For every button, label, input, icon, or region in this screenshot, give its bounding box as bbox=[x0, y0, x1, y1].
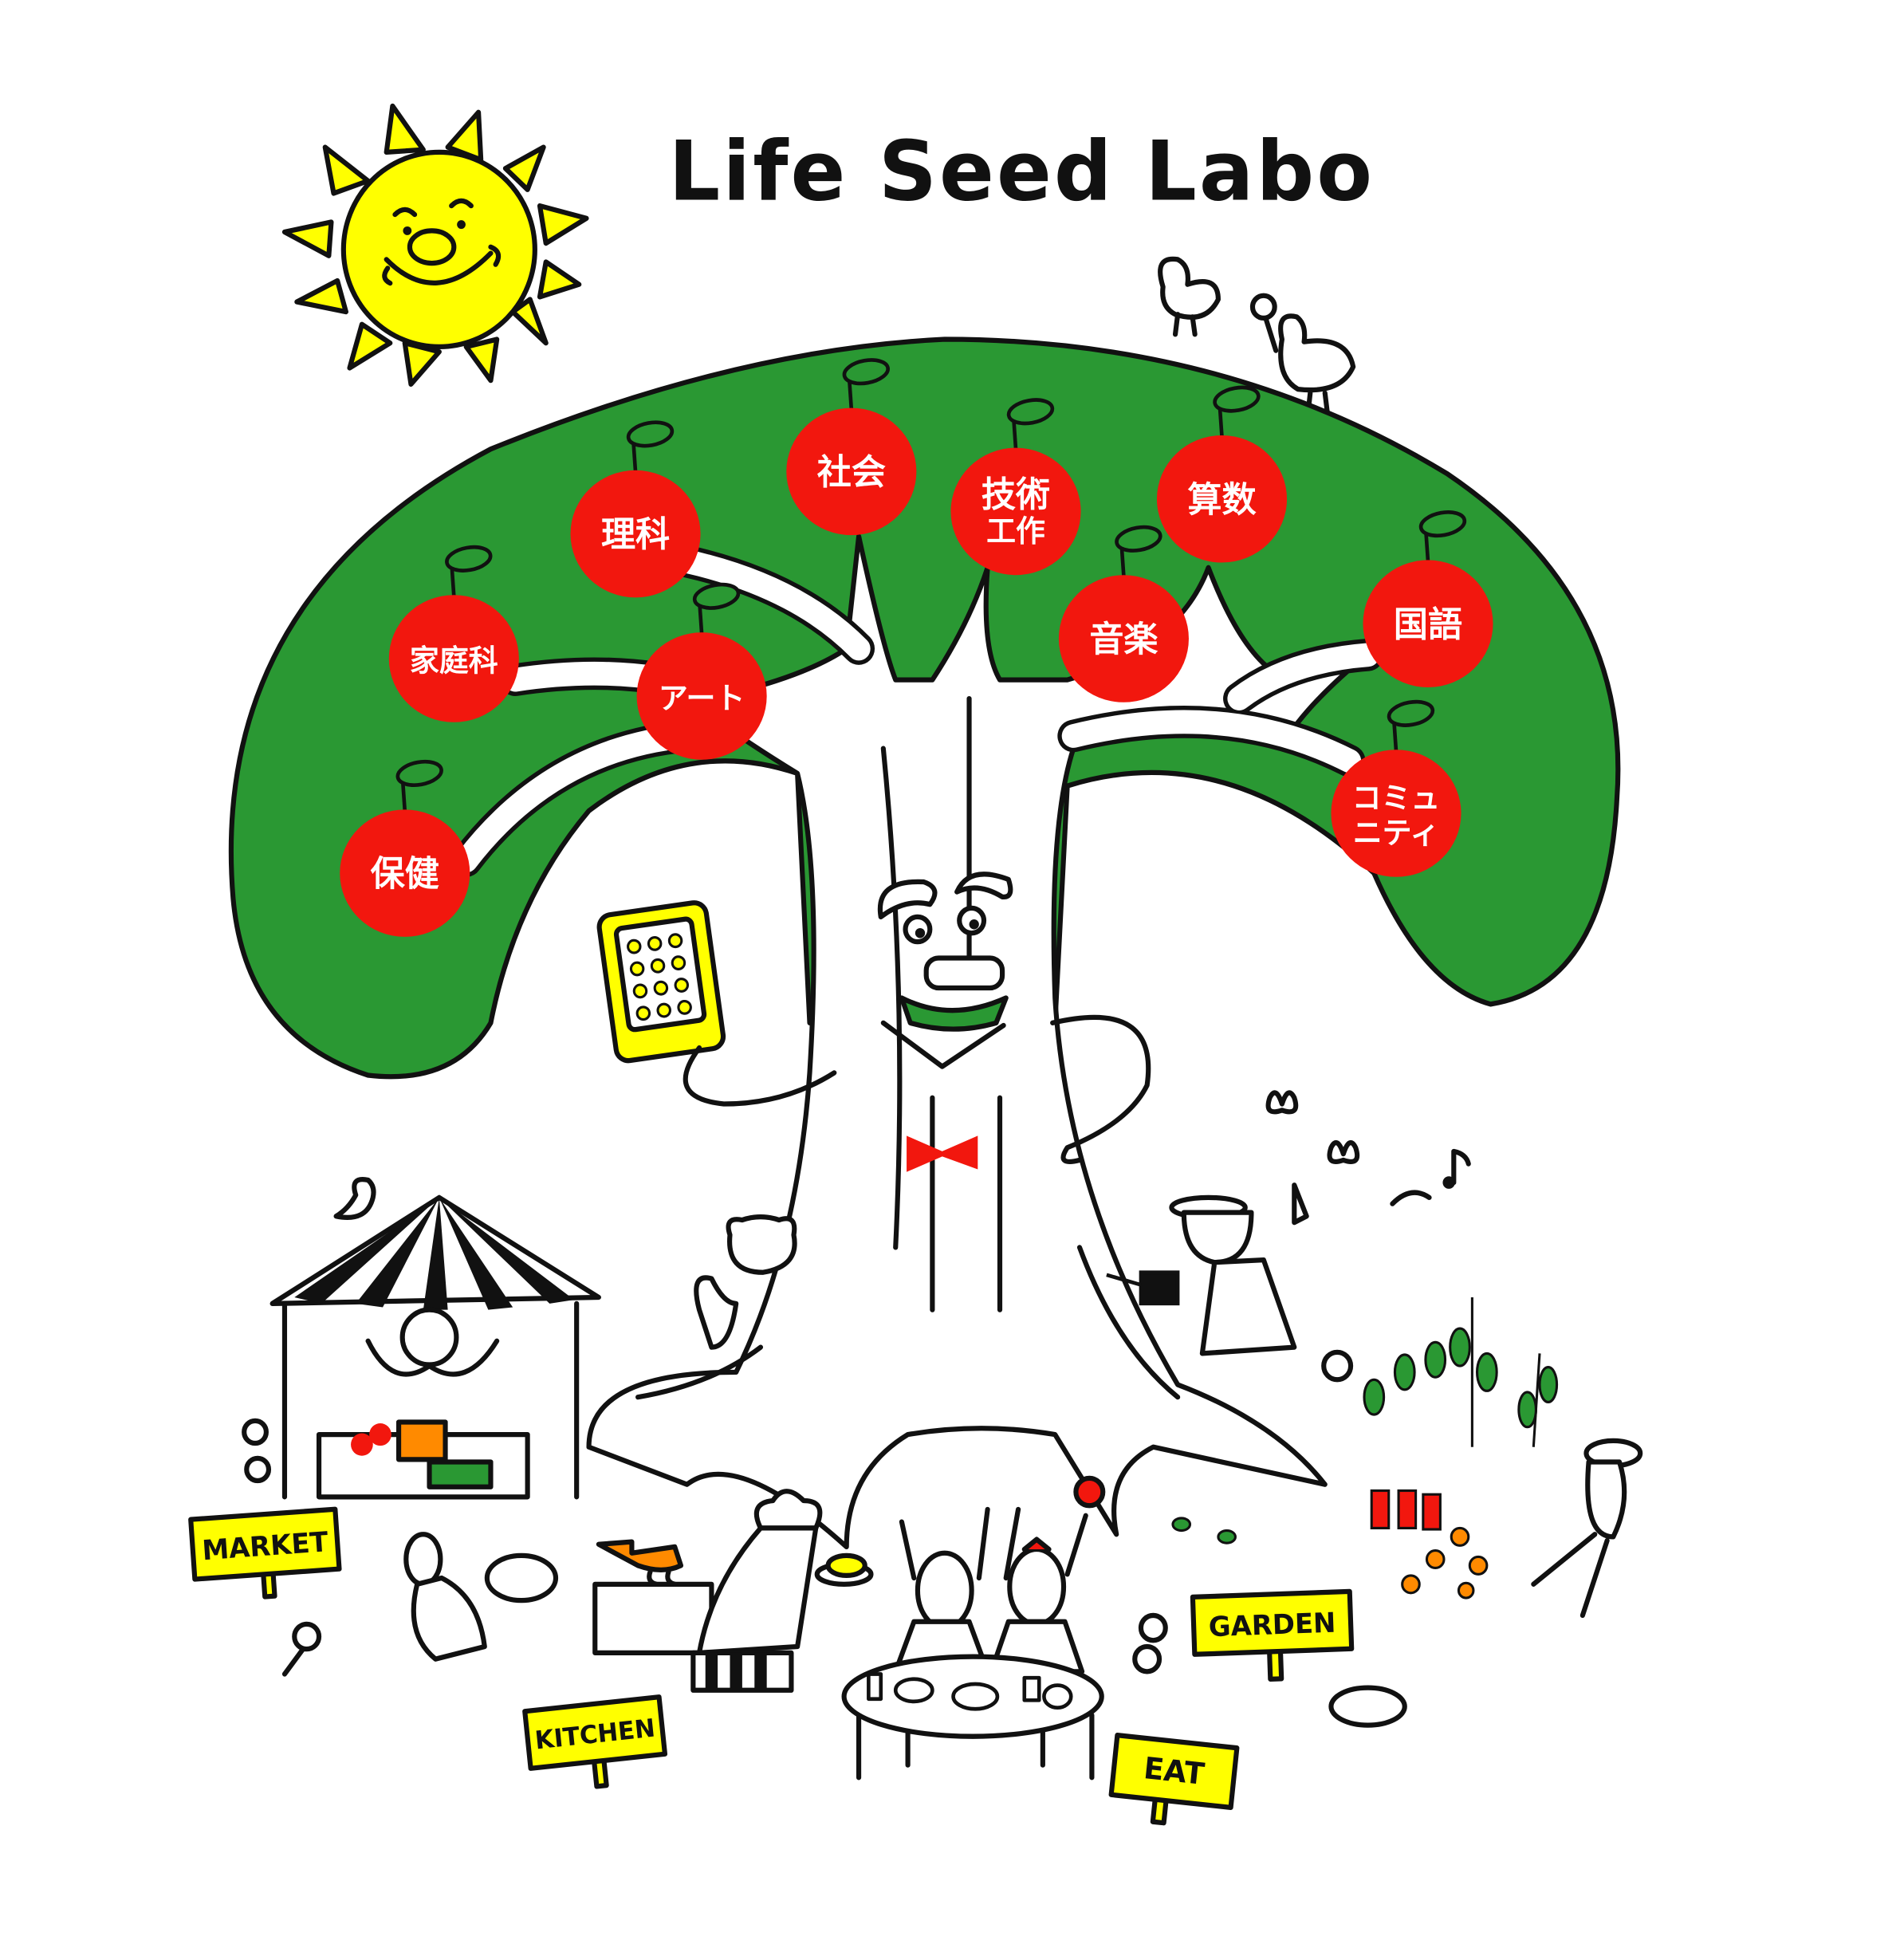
leaf-icon bbox=[692, 582, 741, 610]
leaf-icon bbox=[395, 759, 443, 787]
apple-label: 国語 bbox=[1394, 605, 1462, 645]
leaf-icon bbox=[1006, 398, 1055, 426]
garden-sign: GARDEN bbox=[1190, 1588, 1355, 1682]
apple-6: 音楽 bbox=[1058, 525, 1189, 702]
tablet-app-dot bbox=[674, 978, 690, 993]
tree-face bbox=[877, 872, 1013, 1069]
apple-0: 理科 bbox=[570, 420, 701, 598]
tablet-app-dot bbox=[627, 938, 642, 954]
apple-3: 算数 bbox=[1156, 385, 1288, 563]
apple-body bbox=[570, 470, 701, 598]
apple-body bbox=[636, 632, 767, 760]
garden-plants bbox=[1171, 1297, 1559, 1600]
girl-character bbox=[403, 1532, 559, 1662]
kids-characters bbox=[893, 1475, 1106, 1674]
bird-icon bbox=[333, 1177, 376, 1220]
apple-1: 社会 bbox=[786, 358, 917, 536]
apple-label: 理科 bbox=[601, 515, 670, 555]
tablet-app-dot bbox=[647, 936, 663, 951]
tablet-app-dot bbox=[667, 933, 683, 949]
tablet-app-dot bbox=[656, 1002, 671, 1018]
leaf-icon bbox=[626, 420, 675, 448]
apple-label-line2: 工作 bbox=[986, 514, 1045, 549]
garden-sign-label: GARDEN bbox=[1208, 1607, 1336, 1643]
apple-body bbox=[1331, 750, 1461, 877]
apples: 理科社会技術工作算数家庭科アート音楽国語保健コミュニティ bbox=[340, 358, 1493, 937]
apple-body bbox=[1156, 435, 1288, 563]
music-note-icon bbox=[1390, 1148, 1471, 1206]
tree-branches bbox=[450, 545, 1384, 877]
market-tent-icon bbox=[269, 1194, 601, 1500]
apple-4: 家庭科 bbox=[388, 545, 519, 722]
tablet-app-dot bbox=[635, 1005, 651, 1021]
tablet-app-dot bbox=[677, 999, 692, 1015]
tablet-app-dot bbox=[629, 961, 645, 977]
flower-icon bbox=[242, 1349, 1354, 1677]
title: Life Seed Labo bbox=[669, 124, 1375, 220]
tablet-app-dot bbox=[671, 955, 686, 970]
apple-label: 音楽 bbox=[1089, 620, 1159, 659]
gardener-character bbox=[1169, 1182, 1309, 1356]
leaf-icon bbox=[1418, 510, 1467, 538]
apple-body bbox=[340, 809, 470, 937]
apple-5: アート bbox=[636, 582, 767, 760]
tablet-app-dot bbox=[632, 983, 648, 999]
apple-body bbox=[950, 447, 1081, 576]
tablet-icon bbox=[596, 900, 726, 1064]
apple-label: 保健 bbox=[371, 854, 440, 894]
apple-body bbox=[1058, 575, 1189, 702]
apple-label: 技術 bbox=[982, 475, 1050, 515]
leaf-icon bbox=[445, 545, 493, 573]
eat-sign: EAT bbox=[1108, 1733, 1240, 1826]
stove bbox=[592, 1581, 714, 1656]
apple-label: 算数 bbox=[1187, 480, 1257, 520]
market-sign: MARKET bbox=[188, 1506, 342, 1600]
watering-can-icon bbox=[1106, 1270, 1180, 1306]
apple-body bbox=[1363, 560, 1493, 688]
leaf-icon bbox=[1115, 525, 1162, 553]
bow-tie-icon bbox=[907, 1135, 978, 1172]
leaf-icon bbox=[1213, 385, 1261, 413]
tree-arm-right bbox=[1050, 1014, 1151, 1164]
eat-sign-label: EAT bbox=[1142, 1750, 1206, 1792]
pot-icon bbox=[596, 1539, 684, 1587]
apple-label: アート bbox=[659, 680, 745, 715]
apple-body bbox=[388, 595, 519, 722]
farmer-character bbox=[1531, 1438, 1643, 1619]
apple-body bbox=[786, 407, 917, 536]
tablet-app-dot bbox=[653, 980, 669, 996]
apple-8: 保健 bbox=[340, 759, 470, 937]
tree-arm-left bbox=[683, 1045, 837, 1107]
apple-7: 国語 bbox=[1363, 510, 1493, 688]
apple-label: 社会 bbox=[817, 453, 887, 493]
trunk-lines bbox=[635, 695, 1181, 1400]
apple-label: コミュ bbox=[1352, 780, 1441, 815]
leaf-icon bbox=[842, 358, 890, 386]
apple-label-line2: ニティ bbox=[1353, 815, 1440, 850]
pumpkin bbox=[1328, 1685, 1407, 1728]
bird-icon bbox=[1158, 256, 1221, 337]
sun-icon bbox=[281, 103, 589, 387]
flower-icon bbox=[1249, 293, 1279, 353]
chef-character bbox=[690, 1489, 874, 1693]
cat-character bbox=[694, 1214, 797, 1350]
butterfly-icon bbox=[1265, 1090, 1360, 1164]
apple-label: 家庭科 bbox=[410, 643, 498, 678]
kitchen-sign: KITCHEN bbox=[522, 1694, 668, 1789]
leaf-icon bbox=[1387, 699, 1435, 727]
dining-table bbox=[841, 1654, 1104, 1781]
tablet-app-dot bbox=[650, 958, 666, 974]
